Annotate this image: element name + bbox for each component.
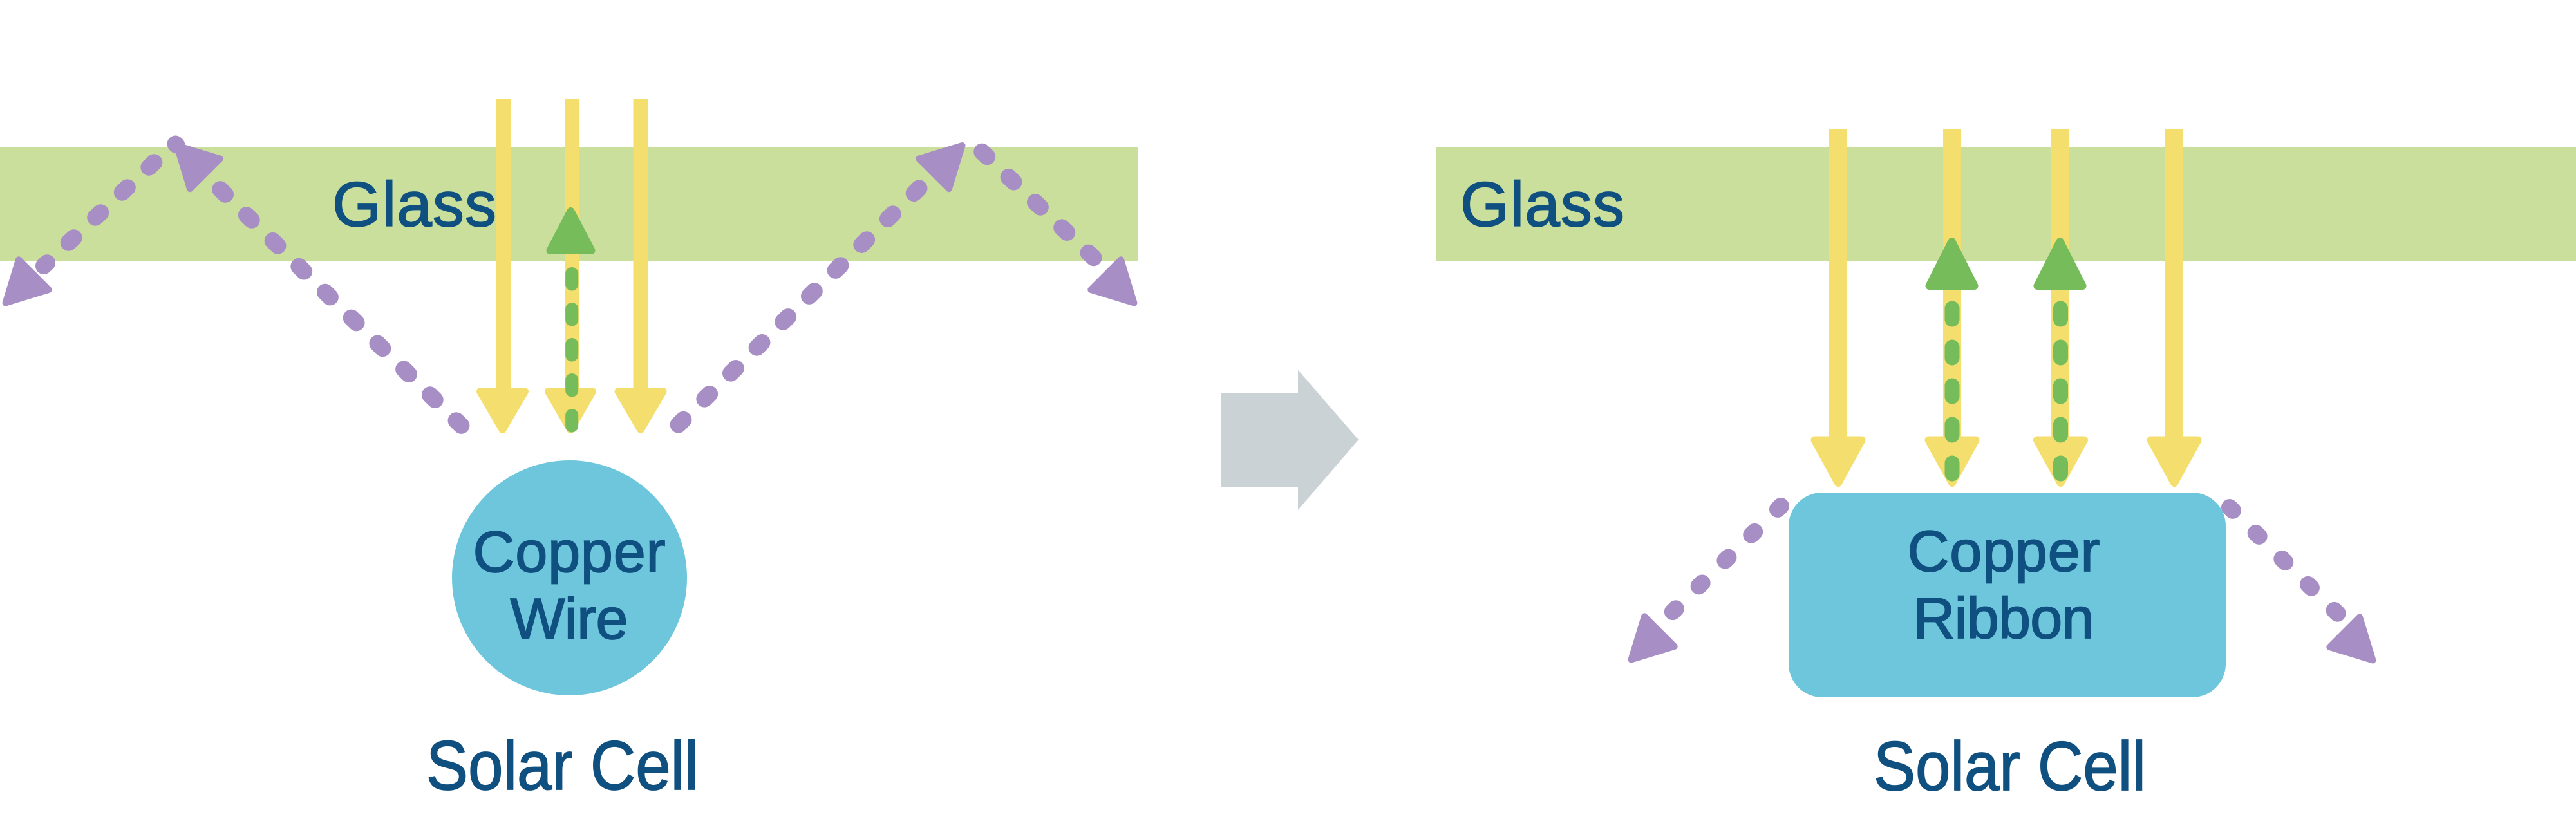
svg-text:Solar Cell: Solar Cell [1874,727,2146,805]
svg-text:Copper: Copper [1908,520,2100,584]
svg-text:Glass: Glass [332,169,496,240]
svg-text:Ribbon: Ribbon [1913,587,2094,651]
svg-text:Glass: Glass [1460,169,1624,240]
svg-text:Copper: Copper [473,520,666,585]
svg-text:Wire: Wire [511,587,628,652]
svg-text:Solar Cell: Solar Cell [426,726,699,804]
